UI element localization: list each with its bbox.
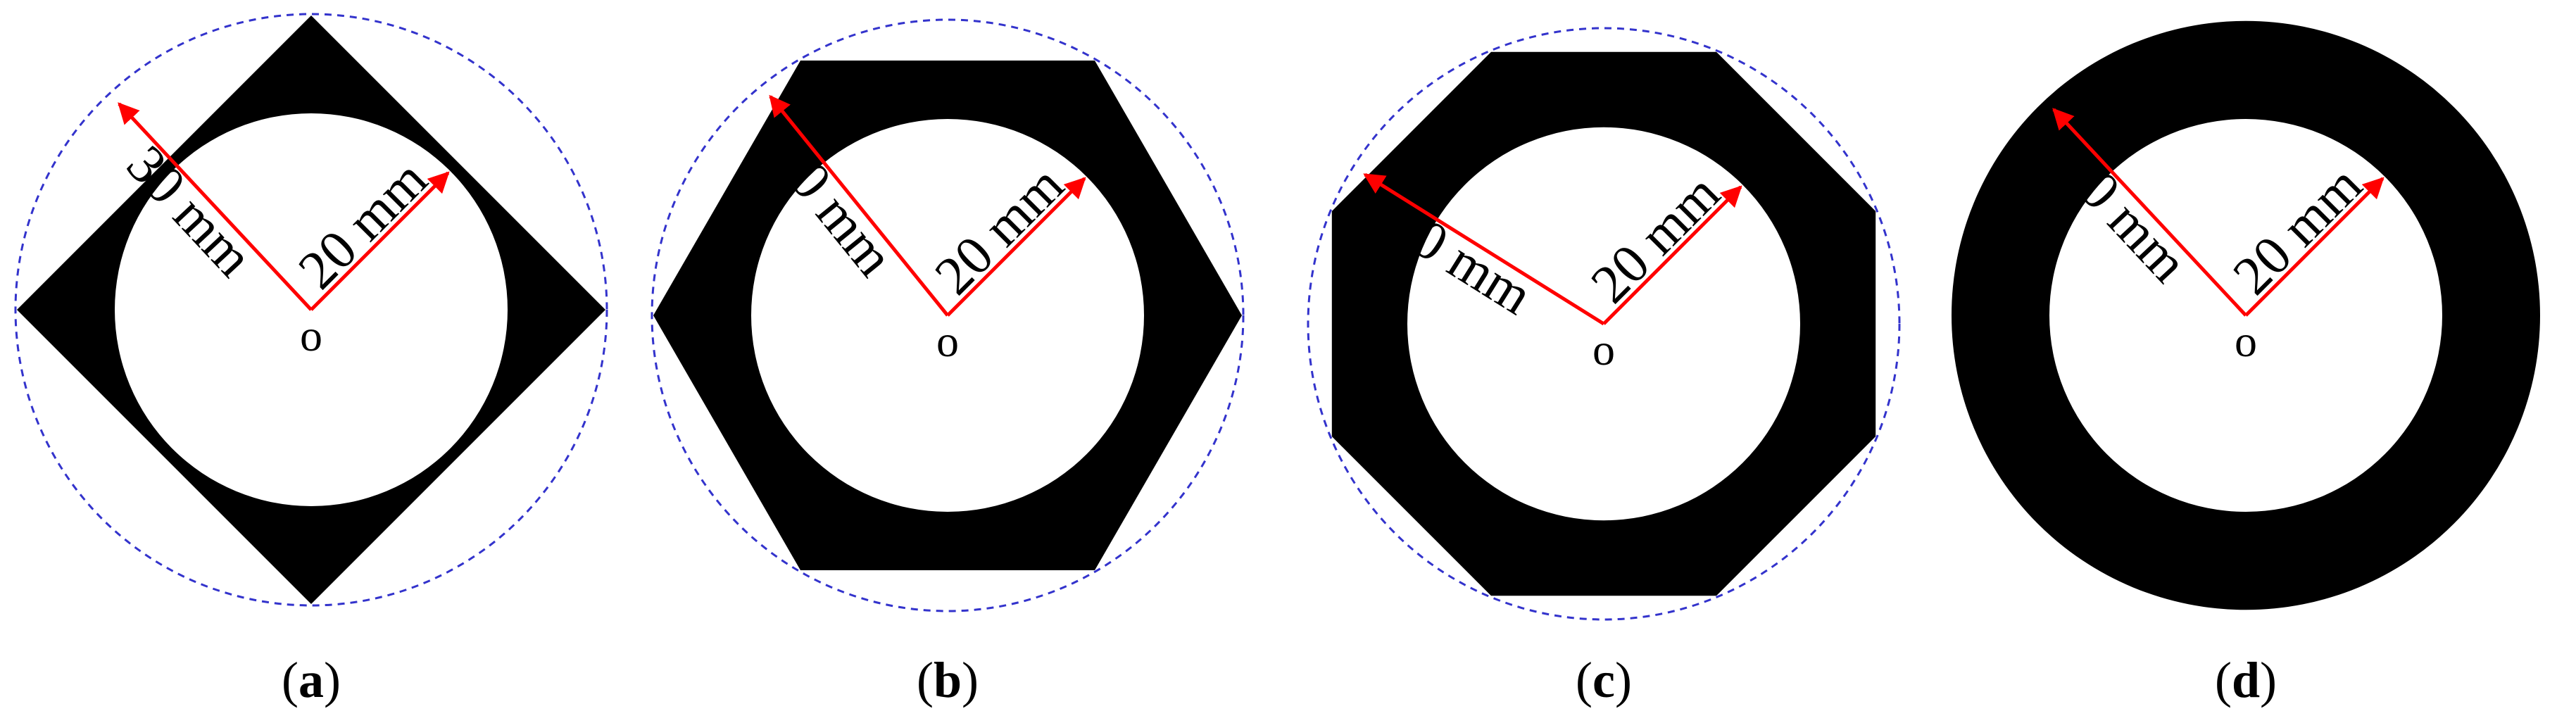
- panel-caption: (c): [1576, 652, 1632, 708]
- outer-radius-arrow: [2052, 108, 2247, 317]
- circumscribed-circle: [1307, 27, 1901, 621]
- caption-letter: b: [934, 652, 962, 708]
- caption-letter: a: [299, 652, 324, 708]
- inner-radius-arrow: [310, 171, 450, 311]
- inner-radius-label: 20 mm: [2221, 153, 2373, 306]
- caption-close: ): [324, 652, 341, 708]
- caption-open: (: [2215, 652, 2232, 708]
- outer-circle-ring: [1952, 20, 2540, 610]
- inner-radius-label: 20 mm: [287, 148, 439, 300]
- outer-radius-arrow: [118, 102, 313, 311]
- panel-caption: (d): [2215, 652, 2277, 708]
- caption-close: ): [962, 652, 979, 708]
- caption-letter: d: [2232, 652, 2260, 708]
- origin-label: o: [1592, 325, 1615, 375]
- origin-label: o: [936, 316, 959, 366]
- outer-radius-arrow: [1363, 172, 1605, 326]
- caption-letter: c: [1592, 652, 1615, 708]
- outer-square: [17, 15, 605, 604]
- caption-open: (: [282, 652, 299, 708]
- panel-a: 30 mm 20 mm o (a): [14, 13, 608, 708]
- panel-d: 30 mm 20 mm o (d): [1952, 20, 2540, 708]
- caption-open: (: [1576, 652, 1592, 708]
- panel-caption: (a): [282, 652, 341, 708]
- inner-radius-label: 20 mm: [1579, 162, 1731, 314]
- origin-label: o: [2235, 316, 2257, 366]
- inner-radius-arrow: [946, 177, 1086, 317]
- caption-close: ): [2260, 652, 2277, 708]
- caption-open: (: [917, 652, 934, 708]
- origin-label: o: [300, 310, 322, 360]
- panel-c: 30 mm 20 mm o (c): [1307, 27, 1901, 708]
- outer-radius-arrow: [769, 94, 949, 317]
- inner-radius-label: 20 mm: [923, 153, 1075, 306]
- panel-caption: (b): [917, 652, 979, 708]
- circumscribed-circle: [651, 18, 1245, 612]
- inner-radius-arrow: [2244, 177, 2385, 317]
- circumscribed-circle: [14, 13, 608, 607]
- panel-b: 30 mm 20 mm o (b): [651, 18, 1245, 708]
- caption-close: ): [1615, 652, 1632, 708]
- inner-radius-arrow: [1602, 185, 1742, 325]
